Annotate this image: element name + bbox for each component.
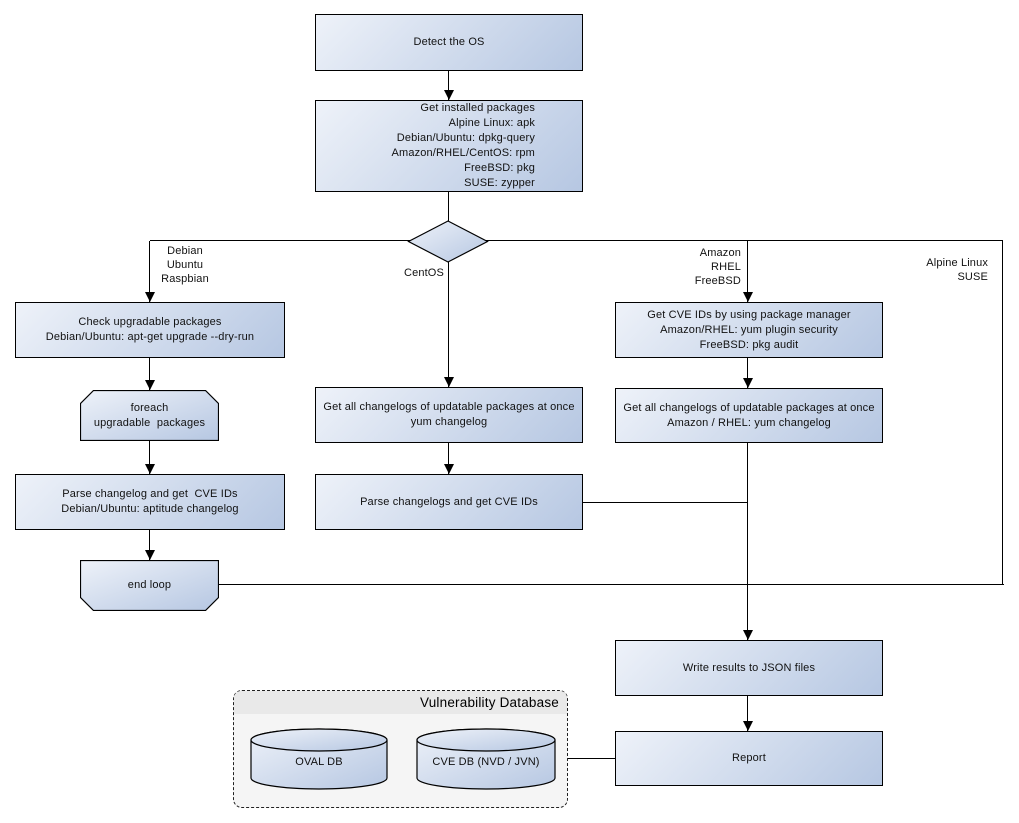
node-detect-os: Detect the OS: [315, 14, 583, 71]
node-foreach-upgradable: foreach upgradable packages: [93, 401, 206, 429]
decision-diamond: [407, 220, 489, 263]
cve-db-label: CVE DB (NVD / JVN): [432, 755, 540, 768]
connector-centos-merge: [583, 502, 748, 503]
vulnerability-database-title: Vulnerability Database: [420, 695, 559, 710]
oval-db-label: OVAL DB: [295, 755, 343, 768]
connector-detect-to-installed: [448, 71, 449, 100]
node-end-loop: end loop: [127, 579, 172, 591]
connector-installed-to-diamond: [448, 192, 449, 222]
arrowhead: [444, 377, 454, 387]
connector-changelogs-to-parse-centos: [448, 443, 449, 474]
arrowhead: [743, 292, 753, 302]
node-parse-changelog-debian: Parse changelog and get CVE IDs Debian/U…: [15, 474, 285, 530]
connector-json-to-report: [747, 696, 748, 731]
node-get-installed-packages: Get installed packages Alpine Linux: apk…: [315, 100, 583, 192]
node-report: Report: [615, 731, 883, 786]
node-parse-changelogs-centos: Parse changelogs and get CVE IDs: [315, 474, 583, 530]
oval-db-cylinder: [250, 728, 388, 790]
connector-alpine-branch: [1002, 241, 1003, 585]
arrowhead: [743, 630, 753, 640]
arrowhead: [145, 464, 155, 474]
branch-label-centos: CentOS: [403, 267, 444, 279]
connector-branch-horizontal: [150, 240, 1003, 241]
arrowhead: [444, 90, 454, 100]
connector-check-to-foreach: [149, 358, 150, 390]
connector-parse-to-endloop: [149, 530, 150, 560]
node-write-results-json: Write results to JSON files: [615, 640, 883, 696]
connector-debian-branch: [149, 241, 150, 302]
connector-foreach-to-parse: [149, 441, 150, 475]
loop-end-shape: [80, 560, 219, 611]
connector-amazon-branch: [747, 241, 748, 302]
node-check-upgradable-packages: Check upgradable packages Debian/Ubuntu:…: [15, 302, 285, 358]
branch-label-alpine-suse: Alpine Linux SUSE: [926, 257, 988, 283]
branch-label-debian-ubuntu-raspbian: Debian Ubuntu Raspbian: [161, 245, 209, 285]
arrowhead: [743, 378, 753, 388]
connector-db-report: [568, 758, 615, 759]
arrowhead: [145, 550, 155, 560]
connector-endloop-merge: [218, 584, 1004, 585]
node-get-changelogs-centos: Get all changelogs of updatable packages…: [315, 387, 583, 443]
connector-centos-branch: [448, 260, 449, 387]
node-get-cve-ids-package-manager: Get CVE IDs by using package manager Ama…: [615, 302, 883, 358]
connector-cveids-to-changelogs: [747, 358, 748, 388]
arrowhead: [145, 292, 155, 302]
arrowhead: [145, 380, 155, 390]
connector-merge-to-json: [747, 443, 748, 640]
loop-start-shape: [80, 390, 219, 441]
arrowhead: [743, 721, 753, 731]
arrowhead: [444, 464, 454, 474]
vulnerability-database-header: [234, 691, 567, 714]
branch-label-amazon-rhel-freebsd: Amazon RHEL FreeBSD: [694, 247, 741, 287]
node-get-changelogs-amazon-rhel: Get all changelogs of updatable packages…: [615, 388, 883, 443]
cve-db-cylinder: [416, 728, 556, 790]
